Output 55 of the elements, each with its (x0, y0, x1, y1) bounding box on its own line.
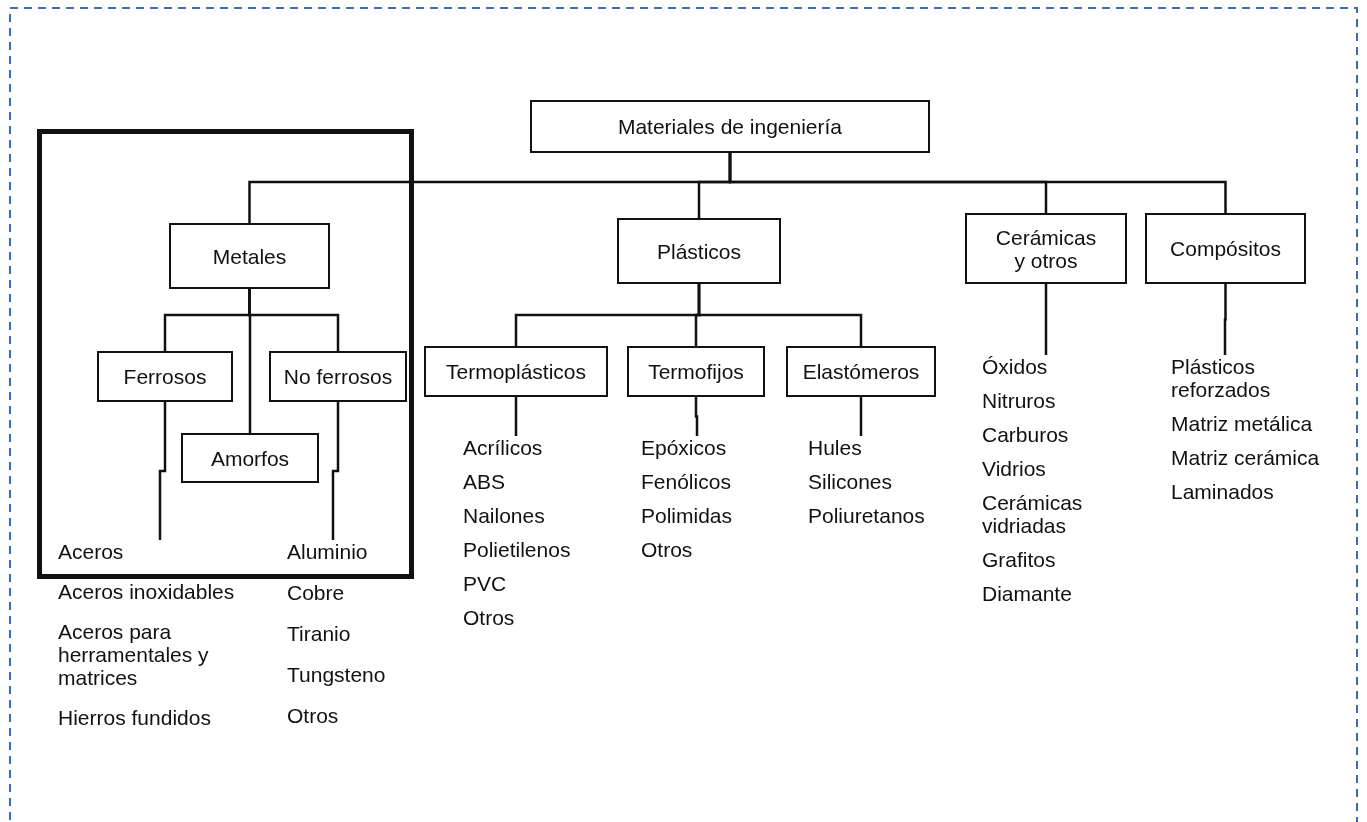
category-box: Plásticos (617, 218, 781, 284)
list-item: Cerámicas vidriadas (982, 491, 1084, 537)
connector-line (331, 402, 340, 540)
list-item: Tiranio (287, 622, 352, 645)
category-box: Termoplásticos (424, 346, 608, 397)
connector-line (158, 402, 167, 540)
list-item: Epóxicos (641, 436, 728, 459)
list-item: Laminados (1171, 480, 1275, 503)
list-item: Matriz cerámica (1171, 446, 1321, 469)
category-box: Termofijos (627, 346, 765, 397)
list-item: Aluminio (287, 540, 369, 563)
list-item: Polietilenos (463, 538, 572, 561)
category-box: Ferrosos (97, 351, 233, 402)
list-item: Grafitos (982, 548, 1057, 571)
connector-line (248, 289, 252, 433)
category-box: Metales (169, 223, 330, 289)
list-item: Hules (808, 436, 863, 459)
connector-line (1223, 284, 1227, 355)
connector-line (694, 397, 699, 436)
connector-line (728, 153, 1227, 213)
list-item: Polimidas (641, 504, 734, 527)
list-item: Silicones (808, 470, 894, 493)
connector-line (514, 397, 518, 436)
list-item: Plásticos reforzados (1171, 355, 1272, 401)
list-item: Acrílicos (463, 436, 544, 459)
list-item: Óxidos (982, 355, 1049, 378)
list-item: Aceros (58, 540, 125, 563)
list-item: Matriz metálica (1171, 412, 1314, 435)
category-box: No ferrosos (269, 351, 407, 402)
group-frame (37, 129, 414, 579)
connector-line (697, 284, 863, 346)
list-item: Aceros para herramentales y matrices (58, 620, 210, 689)
list-item: Aceros inoxidables (58, 580, 236, 603)
list-item: Cobre (287, 581, 346, 604)
category-box: Elastómeros (786, 346, 936, 397)
list-item: Tungsteno (287, 663, 387, 686)
list-item: Poliuretanos (808, 504, 926, 527)
connector-line (1044, 284, 1048, 355)
list-item: Nailones (463, 504, 546, 527)
list-item: PVC (463, 572, 508, 595)
category-box: Compósitos (1145, 213, 1306, 284)
list-item: Diamante (982, 582, 1073, 605)
list-item: ABS (463, 470, 507, 493)
list-item: Otros (463, 606, 516, 629)
list-item: Carburos (982, 423, 1070, 446)
category-box: Amorfos (181, 433, 319, 483)
list-item: Otros (287, 704, 340, 727)
list-item: Vidrios (982, 457, 1047, 480)
list-item: Otros (641, 538, 694, 561)
list-item: Nitruros (982, 389, 1057, 412)
connector-line (859, 397, 863, 436)
list-item: Hierros fundidos (58, 706, 212, 729)
category-box: Cerámicas y otros (965, 213, 1127, 284)
list-item: Fenólicos (641, 470, 732, 493)
category-box: Materiales de ingeniería (530, 100, 930, 153)
